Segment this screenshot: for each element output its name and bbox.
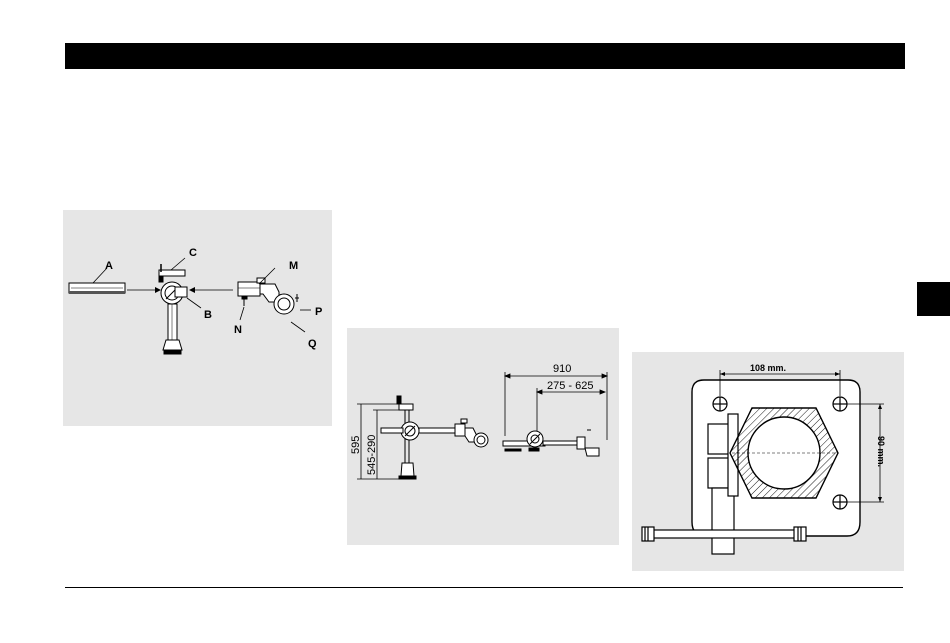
mounting-template-panel: 108 mm. 90 mm. (632, 352, 904, 571)
part-a (69, 283, 125, 294)
label-b: B (204, 309, 212, 321)
dimensions-diagram-panel: 595 545-290 (347, 328, 619, 545)
label-p: P (315, 306, 322, 318)
dim-height-total: 595 (350, 436, 362, 454)
label-a: A (105, 260, 113, 272)
header-bar (65, 43, 905, 69)
dim-width-range: 275 - 625 (547, 380, 593, 392)
dim-height-range: 545-290 (366, 435, 378, 475)
mounting-template: 108 mm. 90 mm. (632, 352, 904, 571)
part-b-column (159, 264, 187, 354)
dim-width-total: 910 (553, 363, 571, 375)
part-m-clamp (238, 278, 299, 314)
label-q: Q (308, 338, 317, 350)
label-m: M (289, 260, 298, 272)
label-c: C (189, 247, 197, 259)
section-tab (917, 282, 950, 316)
dim-hole-spacing-horizontal: 108 mm. (750, 363, 786, 373)
dimensions-diagram: 595 545-290 (347, 328, 619, 545)
assembly-diagram-panel: A C B (63, 210, 332, 426)
dim-hole-spacing-vertical: 90 mm. (876, 436, 886, 467)
assembly-diagram: A C B (63, 210, 332, 426)
stand-side-view (381, 396, 488, 479)
footer-rule (65, 587, 903, 588)
stand-top-view (503, 430, 599, 456)
label-n: N (234, 324, 242, 336)
